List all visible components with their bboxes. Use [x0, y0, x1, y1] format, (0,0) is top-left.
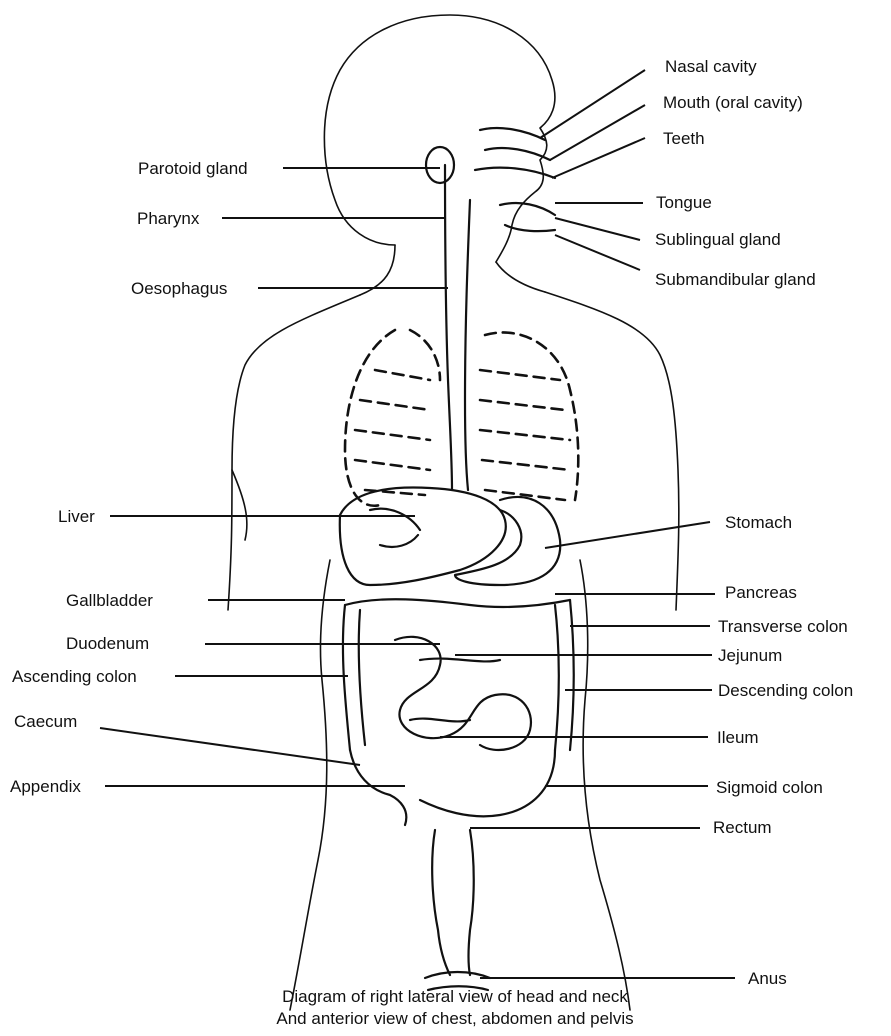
parotid-gland-shape [426, 147, 454, 183]
left-torso [232, 470, 247, 540]
nasal-cavity-shape [480, 128, 550, 160]
label-mouth: Mouth (oral cavity) [663, 93, 803, 112]
label-jejunum: Jejunum [718, 646, 782, 665]
caption-line-1: Diagram of right lateral view of head an… [282, 987, 628, 1006]
right-lung [480, 332, 578, 500]
neck-right [496, 262, 545, 292]
organs [340, 128, 579, 990]
leader-sublingual-gland [555, 218, 640, 240]
label-appendix: Appendix [10, 777, 81, 796]
label-parotoid-gland: Parotoid gland [138, 159, 248, 178]
label-duodenum: Duodenum [66, 634, 149, 653]
leader-caecum [100, 728, 360, 765]
leader-lines [100, 70, 735, 978]
label-transverse-colon: Transverse colon [718, 617, 848, 636]
leader-teeth [552, 138, 645, 178]
label-tongue: Tongue [656, 193, 712, 212]
caption: Diagram of right lateral view of head an… [276, 987, 633, 1028]
label-descending-colon: Descending colon [718, 681, 853, 700]
head-outline [324, 15, 555, 262]
label-sigmoid-colon: Sigmoid colon [716, 778, 823, 797]
label-pancreas: Pancreas [725, 583, 797, 602]
leader-nasal-cavity [540, 70, 645, 138]
liver-detail [370, 509, 420, 547]
labels: Nasal cavity Mouth (oral cavity) Teeth P… [10, 57, 853, 988]
caecum-appendix-shape [350, 750, 406, 825]
label-liver: Liver [58, 507, 95, 526]
transverse-colon-shape [345, 599, 570, 607]
label-ileum: Ileum [717, 728, 759, 747]
label-anus: Anus [748, 969, 787, 988]
rectum-shape [432, 830, 474, 975]
leader-mouth [550, 105, 645, 160]
right-shoulder-arm [545, 292, 679, 610]
caption-line-2: And anterior view of chest, abdomen and … [276, 1009, 633, 1028]
small-intestine-loops [395, 637, 531, 750]
label-rectum: Rectum [713, 818, 772, 837]
ascending-colon-shape [343, 605, 365, 750]
leader-submandibular-gland [555, 235, 640, 270]
label-teeth: Teeth [663, 129, 705, 148]
oesophagus-tube-right [465, 200, 470, 490]
label-oesophagus: Oesophagus [131, 279, 227, 298]
label-submandibular-gland: Submandibular gland [655, 270, 816, 289]
leader-stomach [545, 522, 710, 548]
label-nasal-cavity: Nasal cavity [665, 57, 757, 76]
label-gallbladder: Gallbladder [66, 591, 153, 610]
label-caecum: Caecum [14, 712, 77, 731]
stomach-shape [455, 497, 560, 585]
left-lung [345, 330, 440, 506]
oesophagus-tube [445, 165, 452, 490]
label-pharynx: Pharynx [137, 209, 200, 228]
sigmoid-colon-shape [420, 750, 555, 816]
label-ascending-colon: Ascending colon [12, 667, 137, 686]
left-shoulder-arm [228, 295, 360, 610]
descending-colon-shape [555, 600, 574, 750]
label-stomach: Stomach [725, 513, 792, 532]
label-sublingual-gland: Sublingual gland [655, 230, 781, 249]
